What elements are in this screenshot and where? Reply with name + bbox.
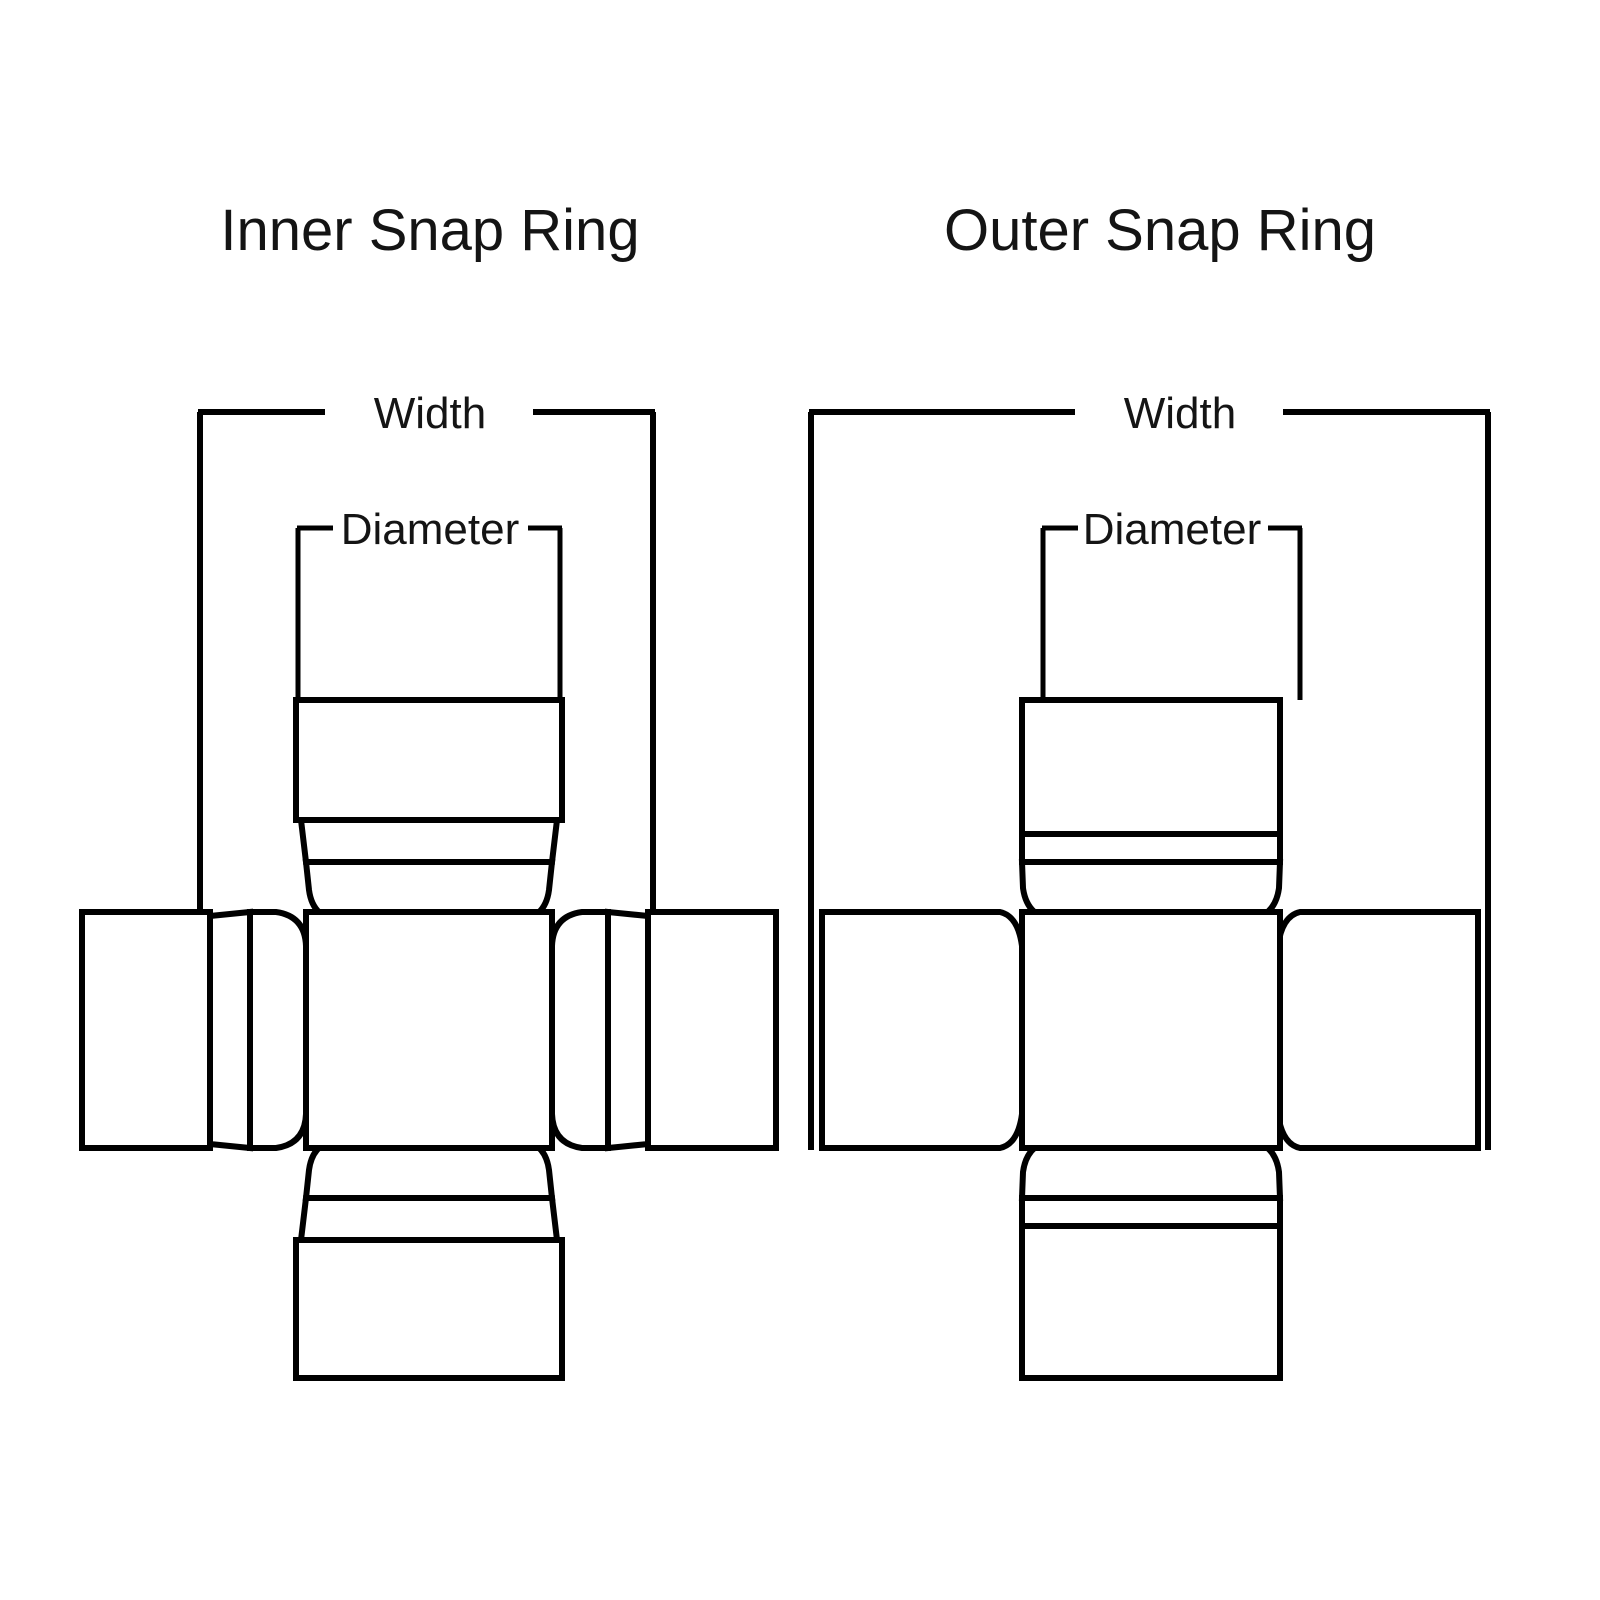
panel-title-inner: Inner Snap Ring bbox=[220, 198, 639, 263]
diameter-label-outer: Diameter bbox=[1083, 505, 1262, 554]
snap-ring-band-bottom-inner bbox=[297, 1195, 561, 1243]
width-dimension-outer: Width bbox=[808, 389, 1491, 1150]
trunnion-shoulder-left-inner bbox=[247, 909, 309, 1151]
bearing-cap-top-inner bbox=[293, 697, 565, 823]
diameter-label-inner: Diameter bbox=[341, 505, 520, 554]
bearing-cap-left-inner bbox=[79, 909, 213, 1151]
right-bearing-assembly-outer bbox=[1275, 909, 1481, 1151]
bottom-bearing-assembly-inner bbox=[293, 1136, 565, 1381]
bearing-cap-bottom-inner bbox=[293, 1237, 565, 1381]
cross-body-inner bbox=[303, 909, 555, 1151]
panel-outer-snap-ring: Outer Snap Ring Width Diameter bbox=[808, 198, 1491, 1381]
panel-title-outer: Outer Snap Ring bbox=[944, 198, 1376, 263]
bottom-bearing-assembly-outer bbox=[1018, 1136, 1284, 1381]
diameter-dimension-outer: Diameter bbox=[1040, 505, 1303, 700]
snap-ring-band-top-inner bbox=[297, 817, 561, 865]
cap-band-top-outer bbox=[1019, 831, 1283, 865]
snap-ring-band-right-inner bbox=[605, 908, 651, 1152]
width-label-outer: Width bbox=[1124, 389, 1236, 438]
right-bearing-assembly-inner bbox=[549, 908, 779, 1152]
panel-inner-snap-ring: Inner Snap Ring Width Diameter bbox=[79, 198, 779, 1381]
snap-ring-band-left-inner bbox=[207, 908, 253, 1152]
left-bearing-assembly-inner bbox=[79, 908, 309, 1152]
cross-body-outer bbox=[1019, 909, 1283, 1151]
bearing-cap-left-outer bbox=[819, 909, 1025, 1151]
top-bearing-assembly-inner bbox=[293, 697, 565, 924]
left-bearing-assembly-outer bbox=[819, 909, 1025, 1151]
bearing-cap-right-inner bbox=[645, 909, 779, 1151]
top-bearing-assembly-outer bbox=[1018, 697, 1284, 924]
bearing-cap-top-outer bbox=[1019, 697, 1283, 837]
trunnion-shoulder-right-inner bbox=[549, 909, 611, 1151]
bearing-cap-right-outer bbox=[1275, 909, 1481, 1151]
diameter-dimension-inner: Diameter bbox=[295, 505, 563, 700]
width-label-inner: Width bbox=[374, 389, 486, 438]
cap-band-bottom-outer bbox=[1019, 1195, 1283, 1229]
bearing-cap-bottom-outer bbox=[1019, 1223, 1283, 1381]
